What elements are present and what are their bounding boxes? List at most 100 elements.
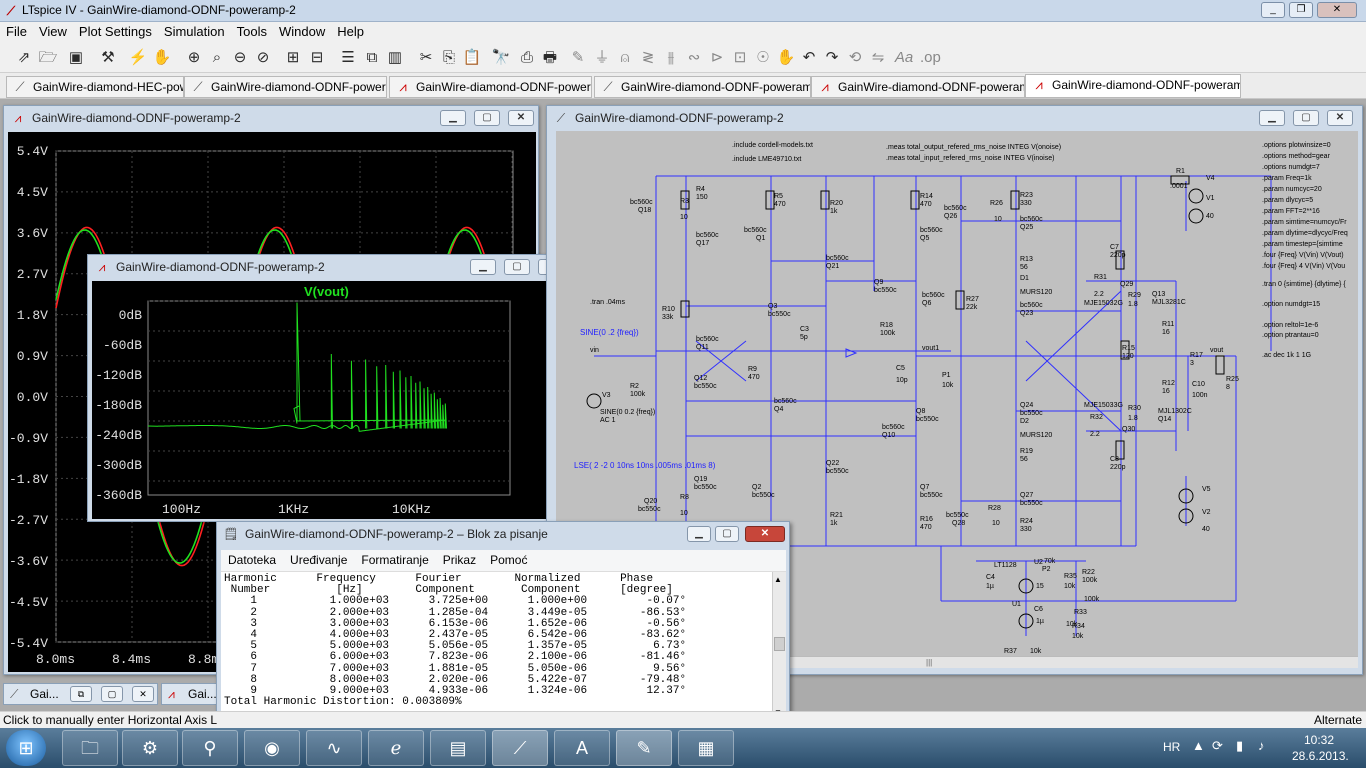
tab-odnf-poweramp-2-fft[interactable]: ⩘GainWire-diamond-ODNF-poweramp-2 bbox=[1025, 74, 1241, 98]
zoom-fit-icon[interactable]: ⌕ bbox=[212, 49, 222, 66]
close-button[interactable]: ✕ bbox=[745, 526, 785, 542]
save-icon[interactable]: ▣ bbox=[68, 49, 84, 66]
ground-icon[interactable]: ⏚ bbox=[594, 49, 610, 66]
menu-window[interactable]: Window bbox=[278, 24, 326, 39]
menu-plot-settings[interactable]: Plot Settings bbox=[78, 24, 152, 39]
zoom-out-icon[interactable]: ⊖ bbox=[233, 49, 247, 66]
show-hidden-icons-icon[interactable]: ▲ bbox=[1192, 738, 1205, 753]
print-icon[interactable]: 🖶 bbox=[542, 49, 558, 66]
mirror-icon[interactable]: ⇋ bbox=[871, 49, 885, 66]
scroll-thumb[interactable] bbox=[774, 637, 785, 651]
tab-odnf-poweramp-2-schematic[interactable]: ⟋GainWire-diamond-ODNF-poweramp-2 bbox=[594, 76, 811, 98]
clock-time[interactable]: 10:32 bbox=[1304, 733, 1335, 747]
menu-tools[interactable]: Tools bbox=[236, 24, 267, 39]
cut-icon[interactable]: ✂ bbox=[419, 49, 433, 66]
wire-icon[interactable]: ✎ bbox=[571, 49, 585, 66]
menu-file[interactable]: File bbox=[6, 24, 27, 39]
tile-horizontal-icon[interactable]: ☰ bbox=[341, 49, 355, 66]
zoom-in-icon[interactable]: ⊕ bbox=[187, 49, 201, 66]
zoom-area-icon[interactable]: ⊘ bbox=[256, 49, 270, 66]
maximize-button[interactable]: ▢ bbox=[715, 526, 739, 542]
volume-icon[interactable]: ♪ bbox=[1258, 738, 1265, 753]
minimize-button[interactable]: ▁ bbox=[687, 526, 711, 542]
trace-label-vout1[interactable]: V(vout1) bbox=[142, 135, 194, 150]
menu-view[interactable]: View bbox=[38, 24, 67, 39]
menu-prikaz[interactable]: Prikaz bbox=[442, 553, 477, 567]
autorange-icon[interactable]: ⊞ bbox=[286, 49, 300, 66]
find-icon[interactable]: 🔭 bbox=[491, 49, 511, 66]
capacitor-icon[interactable]: ⫵ bbox=[667, 49, 675, 66]
tab-odnf-poweramp-schematic[interactable]: ⟋GainWire-diamond-ODNF-poweramp bbox=[184, 76, 387, 98]
notepad-text-area[interactable]: Harmonic Frequency Fourier Normalized Ph… bbox=[221, 572, 772, 722]
tab-odnf-poweramp-2-waveform[interactable]: ⩘GainWire-diamond-ODNF-poweramp-2 bbox=[811, 76, 1025, 98]
oscilloscope-taskbar-icon[interactable]: ∿ bbox=[306, 730, 362, 766]
maximize-button[interactable]: ▢ bbox=[504, 259, 530, 275]
menu-uredivanje[interactable]: Uređivanje bbox=[290, 553, 348, 567]
tool-taskbar-icon[interactable]: ⚲ bbox=[182, 730, 238, 766]
scroll-up-icon[interactable]: ▲ bbox=[774, 575, 782, 584]
maximize-button[interactable]: ▢ bbox=[474, 110, 500, 126]
close-button[interactable]: ✕ bbox=[1327, 110, 1353, 126]
text-icon[interactable]: Aa bbox=[894, 49, 914, 66]
menu-formatiranje[interactable]: Formatiranje bbox=[361, 553, 429, 567]
fft-plot-area[interactable]: V(vout) 0dB -60dB -120dB -180dB -240dB -… bbox=[92, 281, 570, 519]
close-app-button[interactable]: ✕ bbox=[1317, 2, 1357, 18]
redo-icon[interactable]: ↷ bbox=[825, 49, 839, 66]
component-icon[interactable]: ⊡ bbox=[733, 49, 747, 66]
start-button[interactable]: ⊞ bbox=[6, 730, 46, 766]
sync-icon[interactable]: ⟳ bbox=[1212, 738, 1223, 753]
autorange-y-icon[interactable]: ⊟ bbox=[310, 49, 324, 66]
tile-vertical-icon[interactable]: ▥ bbox=[387, 49, 403, 66]
undo-icon[interactable]: ↶ bbox=[802, 49, 816, 66]
move-icon[interactable]: ☉ bbox=[756, 49, 770, 66]
minimize-button[interactable]: ▁ bbox=[470, 259, 496, 275]
minimized-window-1[interactable]: ⟋Gai... ⧉ ▢ ✕ bbox=[3, 683, 158, 705]
schematic-new-icon[interactable]: ⇗ bbox=[17, 49, 31, 66]
minimize-app-button[interactable]: _ bbox=[1261, 2, 1285, 18]
maximize-button[interactable]: ▢ bbox=[1293, 110, 1319, 126]
explorer-taskbar-icon[interactable]: 🗀 bbox=[62, 730, 118, 766]
network-icon[interactable]: ▮ bbox=[1236, 738, 1244, 753]
tab-hec-power[interactable]: ⟋GainWire-diamond-HEC-power bbox=[6, 76, 184, 98]
open-icon[interactable]: 🗁 bbox=[38, 49, 58, 66]
resistor-icon[interactable]: ≷ bbox=[641, 49, 655, 66]
label-icon[interactable]: ⍝ bbox=[620, 49, 630, 66]
control-panel-icon[interactable]: ⚒ bbox=[101, 49, 115, 66]
menu-pomoc[interactable]: Pomoć bbox=[490, 553, 528, 567]
spice-directive-icon[interactable]: .op bbox=[920, 49, 941, 66]
cascade-icon[interactable]: ⧉ bbox=[366, 49, 378, 66]
tab-odnf-poweramp-waveform[interactable]: ⩘GainWire-diamond-ODNF-poweramp bbox=[389, 76, 592, 98]
ltspice-taskbar-icon[interactable]: ⟋ bbox=[492, 730, 548, 766]
archive-taskbar-icon[interactable]: ▦ bbox=[678, 730, 734, 766]
rotate-icon[interactable]: ⟲ bbox=[848, 49, 862, 66]
minimize-button[interactable]: ▁ bbox=[440, 110, 466, 126]
menu-help[interactable]: Help bbox=[337, 24, 364, 39]
inductor-icon[interactable]: ∾ bbox=[687, 49, 701, 66]
close-button[interactable]: ✕ bbox=[132, 686, 154, 702]
menu-datoteka[interactable]: Datoteka bbox=[228, 553, 277, 567]
diode-icon[interactable]: ⊳ bbox=[710, 49, 724, 66]
burner-taskbar-icon[interactable]: ◉ bbox=[244, 730, 300, 766]
notepad-taskbar-icon[interactable]: ✎ bbox=[616, 730, 672, 766]
trace-label-vout[interactable]: V(vout) bbox=[304, 284, 349, 299]
print-setup-icon[interactable]: ⎙ bbox=[520, 49, 533, 66]
installer-taskbar-icon[interactable]: ⚙ bbox=[122, 730, 178, 766]
pan-icon[interactable]: ✋ bbox=[152, 49, 172, 66]
minimized-window-2[interactable]: ⩘Gai... bbox=[161, 683, 217, 705]
run-icon[interactable]: ⚡ bbox=[128, 49, 148, 66]
maximize-button[interactable]: ▢ bbox=[101, 686, 123, 702]
notepad-scrollbar[interactable]: ▲ ▼ bbox=[772, 572, 786, 722]
clock-date[interactable]: 28.6.2013. bbox=[1292, 749, 1349, 763]
trace-label-vout[interactable]: V(vout) bbox=[373, 135, 418, 150]
drag-icon[interactable]: ✋ bbox=[776, 49, 796, 66]
restore-button[interactable]: ⧉ bbox=[70, 686, 92, 702]
wordpad-taskbar-icon[interactable]: A bbox=[554, 730, 610, 766]
copy-icon[interactable]: ⎘ bbox=[442, 49, 455, 66]
close-button[interactable]: ✕ bbox=[508, 110, 534, 126]
minimize-button[interactable]: ▁ bbox=[1259, 110, 1285, 126]
menu-simulation[interactable]: Simulation bbox=[163, 24, 225, 39]
language-indicator[interactable]: HR bbox=[1163, 740, 1181, 754]
image-viewer-taskbar-icon[interactable]: ▤ bbox=[430, 730, 486, 766]
paste-icon[interactable]: 📋 bbox=[462, 49, 482, 66]
maximize-app-button[interactable]: ❐ bbox=[1289, 2, 1313, 18]
